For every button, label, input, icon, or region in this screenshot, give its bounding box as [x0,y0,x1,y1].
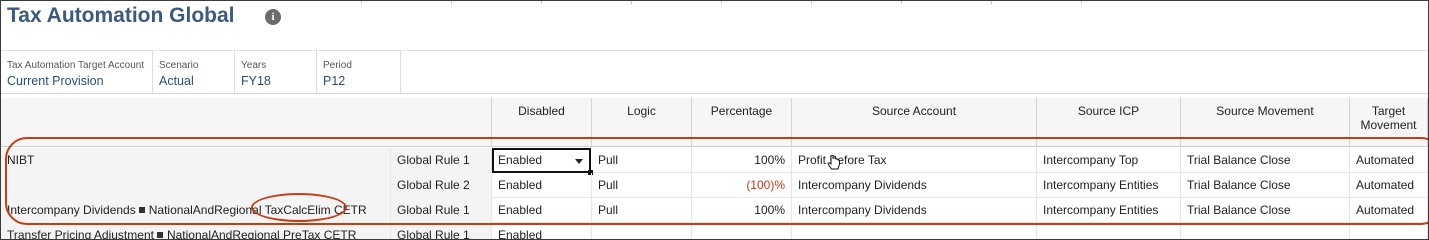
logic-cell[interactable] [592,223,692,239]
target-movement-cell[interactable]: Automated [1350,148,1428,173]
source-account-cell[interactable]: Profit Before Tax [792,148,1037,173]
source-icp-cell[interactable]: Intercompany Top [1037,148,1181,173]
table-row: NIBT Global Rule 1 Enabled Pull 100% Pro… [1,148,1428,175]
target-movement-cell[interactable]: Automated [1350,173,1428,198]
row-rule: Global Rule 1 [391,148,492,173]
row-header-corner [1,98,492,147]
column-header-target-movement[interactable]: Target Movement [1350,98,1428,147]
disabled-cell[interactable]: Enabled [492,223,592,239]
pov-bar: Tax Automation Target Account Current Pr… [1,50,1428,94]
percentage-cell[interactable]: (100)% [692,173,792,198]
row-member: Transfer Pricing Adjustment NationalAndRe… [1,223,391,240]
target-movement-cell[interactable] [1350,223,1428,239]
square-bullet-icon [156,232,163,239]
row-member-dimension: NationalAndRegional PreTax CETR [166,228,357,240]
pov-label: Period [323,60,352,71]
table-row: Transfer Pricing Adjustment NationalAndRe… [1,223,1428,240]
source-account-cell[interactable]: Intercompany Dividends [792,173,1037,198]
pov-label: Years [241,60,267,71]
target-movement-cell[interactable]: Automated [1350,198,1428,223]
row-member: Intercompany Dividends NationalAndRegiona… [1,198,391,223]
column-header-percentage[interactable]: Percentage [692,98,792,147]
row-rule: Global Rule 1 [391,223,492,239]
chevron-down-icon[interactable] [575,159,583,164]
source-icp-cell[interactable]: Intercompany Entities [1037,198,1181,223]
row-member-dimension: NationalAndRegional TaxCalcElim CETR [148,203,367,217]
percentage-cell[interactable]: 100% [692,198,792,223]
source-icp-cell[interactable]: Intercompany Entities [1037,173,1181,198]
percentage-cell[interactable]: 100% [692,148,792,173]
pov-scenario[interactable]: Scenario Actual [153,51,235,94]
source-icp-cell[interactable] [1037,223,1181,239]
disabled-dropdown-value: Enabled [498,153,543,167]
column-header-logic[interactable]: Logic [592,98,692,147]
source-account-cell[interactable] [792,223,1037,239]
source-movement-cell[interactable]: Trial Balance Close [1181,148,1350,173]
source-movement-cell[interactable]: Trial Balance Close [1181,173,1350,198]
column-header-source-icp[interactable]: Source ICP [1037,98,1181,147]
source-movement-cell[interactable] [1181,223,1350,239]
source-movement-cell[interactable]: Trial Balance Close [1181,198,1350,223]
disabled-cell[interactable]: Enabled [492,198,592,223]
pov-value: P12 [323,74,346,88]
pov-label: Tax Automation Target Account [7,60,145,71]
column-header-source-account[interactable]: Source Account [792,98,1037,147]
pov-label: Scenario [159,60,199,71]
pov-years[interactable]: Years FY18 [235,51,317,94]
column-header-disabled[interactable]: Disabled [492,98,592,147]
logic-cell[interactable]: Pull [592,173,692,198]
column-header-source-movement[interactable]: Source Movement [1181,98,1350,147]
pov-period[interactable]: Period P12 [317,51,401,94]
pov-target-account[interactable]: Tax Automation Target Account Current Pr… [1,51,153,94]
pov-value: Current Provision [7,74,104,88]
percentage-cell[interactable] [692,223,792,239]
disabled-dropdown[interactable]: Enabled [492,148,593,175]
data-grid: Disabled Logic Percentage Source Account… [1,98,1428,240]
hand-pointer-icon [827,155,840,170]
row-member [1,173,391,198]
table-row: Global Rule 2 Enabled Pull (100)% Interc… [1,173,1428,198]
square-bullet-icon [138,207,145,214]
fill-handle[interactable] [588,170,593,175]
row-member-account: Transfer Pricing Adjustment [7,228,154,240]
info-icon[interactable]: i [265,9,281,25]
disabled-cell[interactable]: Enabled [492,173,592,198]
row-member: NIBT [1,148,391,173]
table-row: Intercompany Dividends NationalAndRegiona… [1,198,1428,223]
row-rule: Global Rule 2 [391,173,492,198]
logic-cell[interactable]: Pull [592,148,692,173]
row-rule: Global Rule 1 [391,198,492,223]
logic-cell[interactable]: Pull [592,198,692,223]
row-member-account: Intercompany Dividends [7,203,136,217]
background-dividers [301,1,1201,4]
pov-value: Actual [159,74,194,88]
source-account-cell[interactable]: Intercompany Dividends [792,198,1037,223]
pov-value: FY18 [241,74,271,88]
page-title: Tax Automation Global [7,4,235,27]
title-bar: Tax Automation Global i [1,1,1428,31]
